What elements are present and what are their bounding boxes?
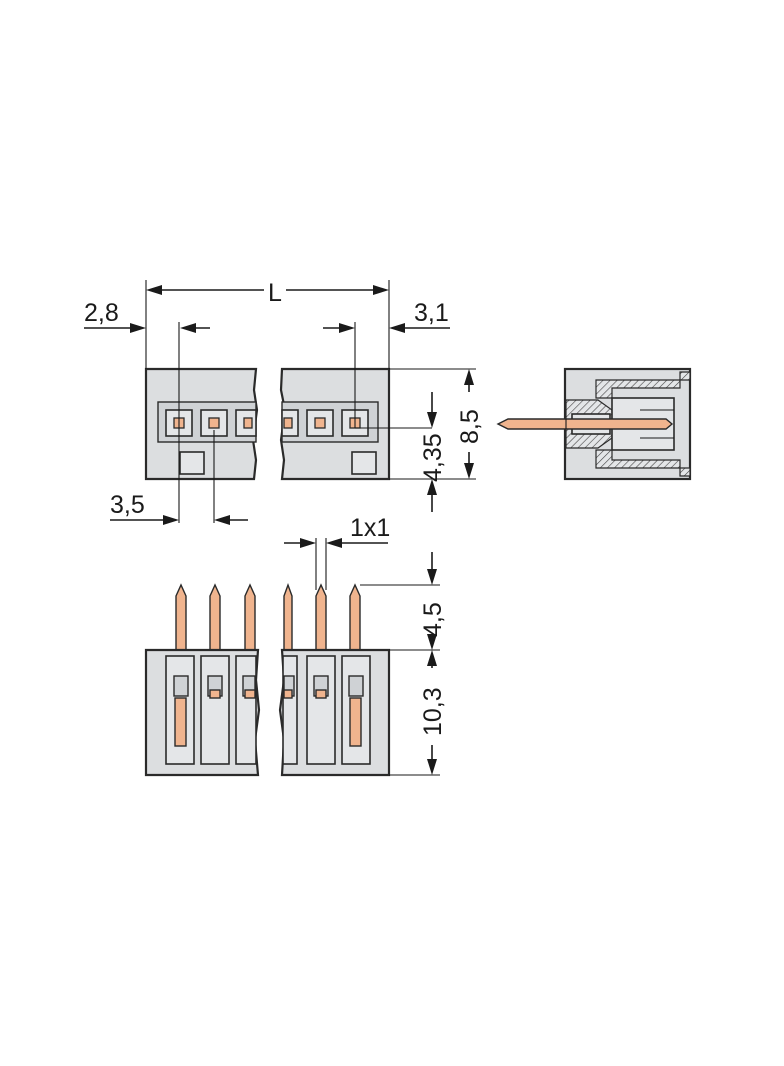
dimension-body-height: 10,3 (419, 634, 447, 775)
side-top-wall (595, 371, 691, 399)
pin-top-1 (175, 583, 187, 651)
dim-label-pin-section: 1x1 (350, 514, 390, 542)
dim-label-pitch: 3,5 (110, 491, 145, 519)
side-pin (496, 418, 674, 430)
dim-label-right-margin: 3,1 (414, 299, 449, 327)
dimension-pin-length: 4,5 (419, 552, 447, 668)
latch-left (179, 451, 205, 475)
chamber-6 (341, 655, 371, 765)
side-view (496, 367, 692, 481)
front-view (144, 280, 476, 523)
side-bottom-wall (595, 449, 691, 477)
dimension-right-margin: 3,1 (323, 299, 450, 333)
chamber-4 (282, 655, 298, 765)
dimension-pitch: 3,5 (110, 491, 248, 525)
chamber-1 (165, 655, 195, 765)
chamber-2 (200, 655, 230, 765)
dim-label-pin-height: 4,35 (419, 433, 447, 482)
dim-label-left-margin: 2,8 (84, 299, 119, 327)
pin-top-6 (349, 583, 361, 651)
pin-top-2 (209, 583, 221, 651)
dimension-length: L (146, 279, 389, 307)
dimension-pin-section: 1x1 (284, 514, 390, 548)
latch-right (351, 451, 377, 475)
bottom-view (144, 538, 440, 777)
dim-label-total-height: 8,5 (456, 409, 484, 444)
dimension-pin-height: 4,35 (419, 392, 447, 512)
dim-label-pin-length: 4,5 (419, 602, 447, 637)
pin-top-5 (315, 583, 327, 651)
pin-cell-4 (281, 409, 299, 437)
pin-cell-5 (306, 409, 334, 437)
pin-top-4 (283, 582, 293, 651)
chamber-5 (306, 655, 336, 765)
pin-cell-3 (235, 409, 257, 437)
chamber-3 (235, 655, 257, 765)
dim-label-length: L (268, 279, 282, 307)
dimension-left-margin: 2,8 (84, 299, 210, 333)
dimension-total-height: 8,5 (456, 369, 484, 479)
dim-label-body-height: 10,3 (419, 687, 447, 736)
pin-top-3 (244, 583, 256, 651)
